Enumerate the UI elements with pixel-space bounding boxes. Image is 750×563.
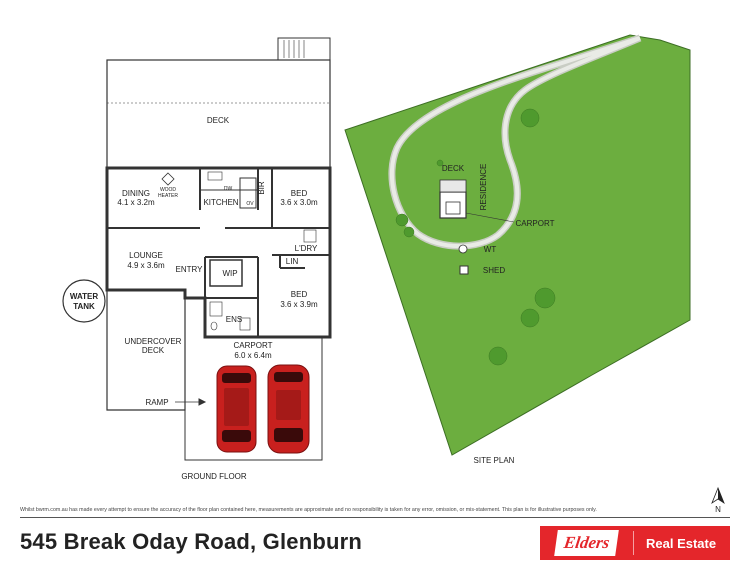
car-right: [267, 364, 310, 454]
laundry-tub: [303, 229, 317, 243]
residence-carport: [445, 201, 461, 215]
label-dining: DINING: [122, 189, 150, 198]
ensuite-shower: [209, 301, 223, 317]
label-ov: OV: [246, 201, 254, 207]
site-shed: [459, 265, 469, 275]
label-bed2-size: 3.6 x 3.9m: [280, 300, 318, 309]
north-label: N: [715, 505, 721, 514]
sink: [207, 171, 223, 181]
tree: [534, 287, 556, 309]
site-label-deck: DECK: [442, 164, 465, 173]
water-tank: [62, 279, 106, 323]
tree: [520, 108, 540, 128]
label-bir: BIR: [257, 181, 266, 195]
north-arrow: N: [711, 486, 725, 514]
agency-name: Real Estate: [646, 535, 717, 551]
tree: [436, 159, 444, 167]
label-bed2: BED: [291, 290, 308, 299]
label-undercover-deck: DECK: [142, 346, 165, 355]
stair-treads: [283, 40, 305, 58]
site-label-carport: CARPORT: [516, 219, 555, 228]
label-carport-size: 6.0 x 6.4m: [234, 351, 272, 360]
tree: [520, 308, 540, 328]
vanity: [239, 317, 251, 331]
tree: [395, 213, 409, 227]
site-lawn: [344, 34, 691, 456]
floor-plan: [62, 37, 332, 461]
label-ens: ENS: [226, 315, 242, 324]
brand-separator: [633, 531, 634, 555]
label-entry: ENTRY: [176, 265, 204, 274]
label-dining-size: 4.1 x 3.2m: [117, 198, 155, 207]
disclaimer: Whilst bwrm.com.au has made every attemp…: [20, 507, 597, 513]
label-heater: HEATER: [158, 193, 178, 199]
site-label-wt: WT: [484, 245, 497, 254]
floor-plan-title: GROUND FLOOR: [181, 472, 247, 481]
site-plan: DECK RESIDENCE CARPORT WT SHED SITE PLAN: [344, 34, 691, 465]
label-deck: DECK: [207, 116, 230, 125]
site-plan-title: SITE PLAN: [474, 456, 515, 465]
label-bed1: BED: [291, 189, 308, 198]
trees: [395, 108, 556, 366]
label-tank: TANK: [73, 302, 95, 311]
north-arrow-fill: [718, 488, 724, 503]
floor-plan-labels: DECK DINING 4.1 x 3.2m WOOD HEATER KITCH…: [70, 116, 318, 481]
agency-logo: Elders: [540, 526, 633, 560]
label-undercover: UNDERCOVER: [125, 337, 182, 346]
carport-outline: [184, 337, 323, 461]
property-address: 545 Break Oday Road, Glenburn: [20, 529, 363, 554]
oven-unit: [239, 177, 257, 209]
label-carport: CARPORT: [234, 341, 273, 350]
toilet: [210, 321, 218, 331]
label-wood: WOOD: [160, 187, 176, 193]
tree: [403, 226, 415, 238]
label-wip: WIP: [222, 269, 237, 278]
label-lin: LIN: [286, 257, 299, 266]
ramp-arrow-head: [198, 398, 207, 406]
label-dw: DW: [224, 186, 233, 192]
residence-deck: [439, 179, 467, 193]
label-ramp: RAMP: [145, 398, 168, 407]
label-lounge: LOUNGE: [129, 251, 163, 260]
carport-leader: [465, 212, 515, 223]
label-ldry: L'DRY: [295, 244, 318, 253]
label-kitchen: KITCHEN: [203, 198, 238, 207]
site-water-tank: [458, 244, 468, 254]
site-label-shed: SHED: [483, 266, 505, 275]
deck-outline: [106, 59, 331, 169]
agency-brand: Elders Real Estate: [540, 526, 730, 560]
car-left: [216, 365, 257, 453]
label-water: WATER: [70, 292, 99, 301]
label-bed1-size: 3.6 x 3.0m: [280, 198, 318, 207]
site-label-residence: RESIDENCE: [479, 164, 488, 211]
kitchen-bench: [199, 167, 259, 191]
driveway-surface: [389, 36, 641, 249]
tree: [488, 346, 508, 366]
footer-divider: [20, 517, 730, 518]
wood-heater-icon: [161, 172, 175, 186]
agency-logo-text: Elders: [554, 530, 619, 556]
label-lounge-size: 4.9 x 3.6m: [127, 261, 165, 270]
